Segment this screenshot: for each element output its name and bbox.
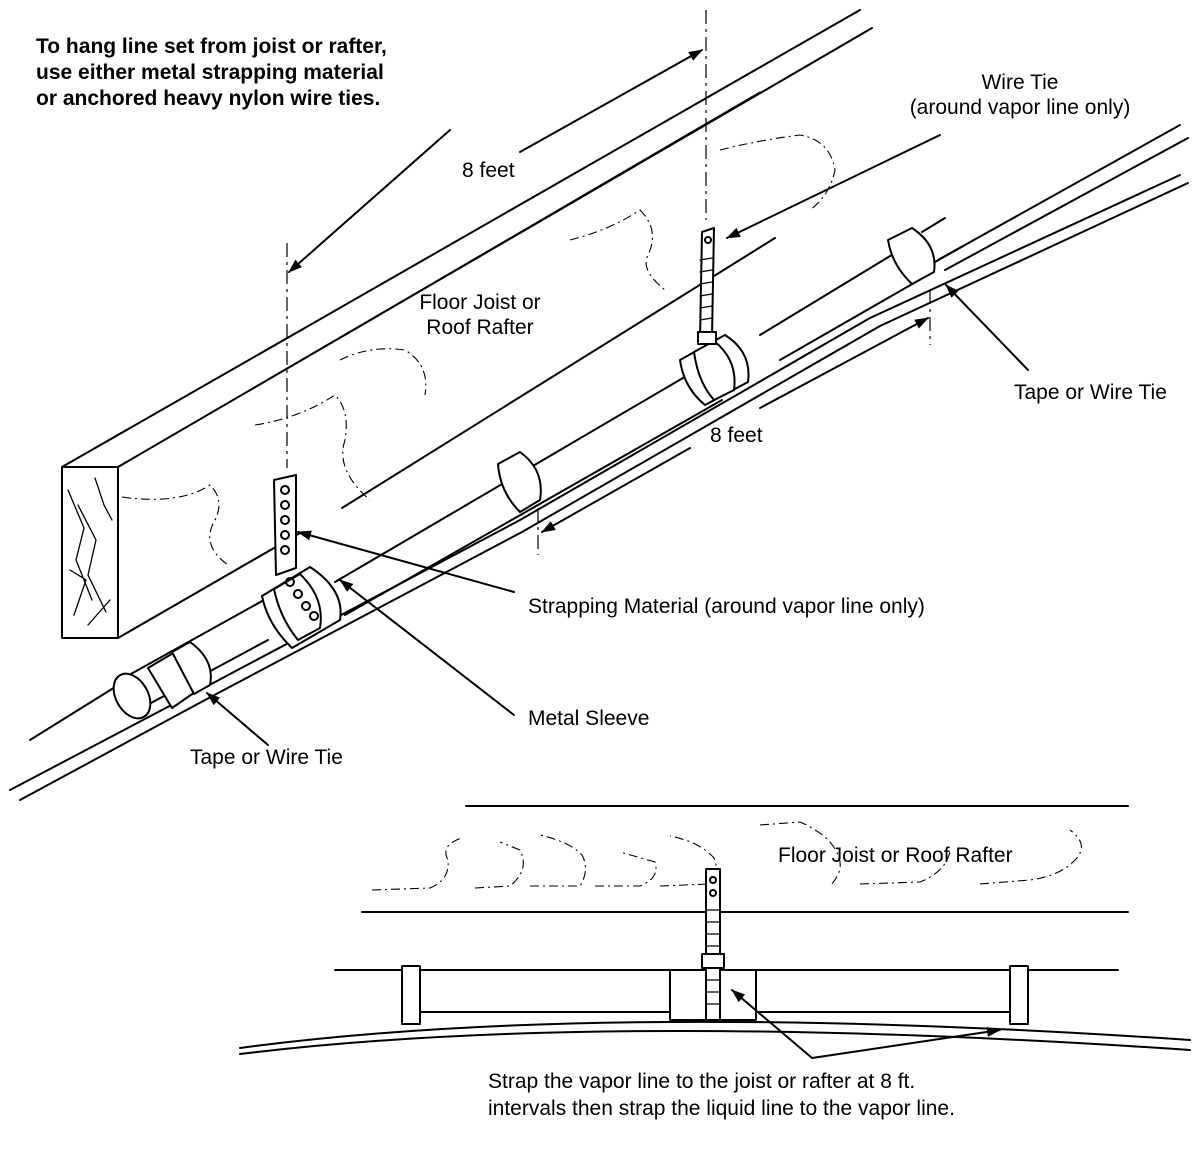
- label-floor-joist-line-1: Floor Joist or: [419, 291, 541, 314]
- label-floor-joist-line-2: Roof Rafter: [426, 316, 534, 339]
- label-wire-tie-line-2: (around vapor line only): [909, 96, 1131, 119]
- label-strapping-material: Strapping Material (around vapor line on…: [528, 595, 925, 618]
- tape-left-leader: [206, 692, 269, 746]
- line-set-pipes: [9, 124, 1189, 801]
- metal-sleeve-left: [261, 474, 342, 649]
- label-tape-wire-tie-right: Tape or Wire Tie: [1014, 381, 1167, 404]
- pipes-elevation: [239, 868, 1191, 1055]
- tape-right: [887, 227, 936, 285]
- heading-line-3: or anchored heavy nylon wire ties.: [36, 87, 381, 110]
- tape-middle: [497, 451, 542, 513]
- tape-left: [112, 641, 212, 720]
- label-wire-tie: Wire Tie (around vapor line only): [870, 70, 1170, 120]
- tape-right-leader: [945, 284, 1029, 371]
- label-metal-sleeve: Metal Sleeve: [528, 707, 650, 730]
- label-floor-joist-bottom: Floor Joist or Roof Rafter: [778, 844, 1013, 867]
- label-floor-joist: Floor Joist or Roof Rafter: [385, 290, 575, 340]
- metal-sleeve-right: [679, 227, 750, 406]
- wire-tie-leader: [726, 134, 941, 239]
- joist-elevation: [361, 805, 1129, 913]
- label-tape-wire-tie-left: Tape or Wire Tie: [190, 746, 343, 769]
- joist-beam: [61, 9, 873, 639]
- label-8-feet-right: 8 feet: [710, 424, 763, 447]
- heading-line-2: use either metal strapping material: [36, 61, 384, 84]
- label-8-feet-top: 8 feet: [462, 159, 515, 182]
- metal-sleeve-leader: [339, 579, 515, 716]
- dimension-8ft-top: [288, 49, 703, 273]
- caption-line-1: Strap the vapor line to the joist or raf…: [488, 1070, 916, 1093]
- caption-line-2: intervals then strap the liquid line to …: [488, 1097, 955, 1120]
- heading-line-1: To hang line set from joist or rafter,: [36, 35, 387, 58]
- caption: Strap the vapor line to the joist or raf…: [488, 1068, 955, 1122]
- dimension-8ft-right: [537, 290, 931, 555]
- strapping-leader: [297, 530, 515, 593]
- heading: To hang line set from joist or rafter, u…: [36, 34, 387, 112]
- caption-leader-1: [731, 989, 813, 1059]
- caption-leader-2: [811, 1026, 1001, 1059]
- label-wire-tie-line-1: Wire Tie: [981, 71, 1059, 94]
